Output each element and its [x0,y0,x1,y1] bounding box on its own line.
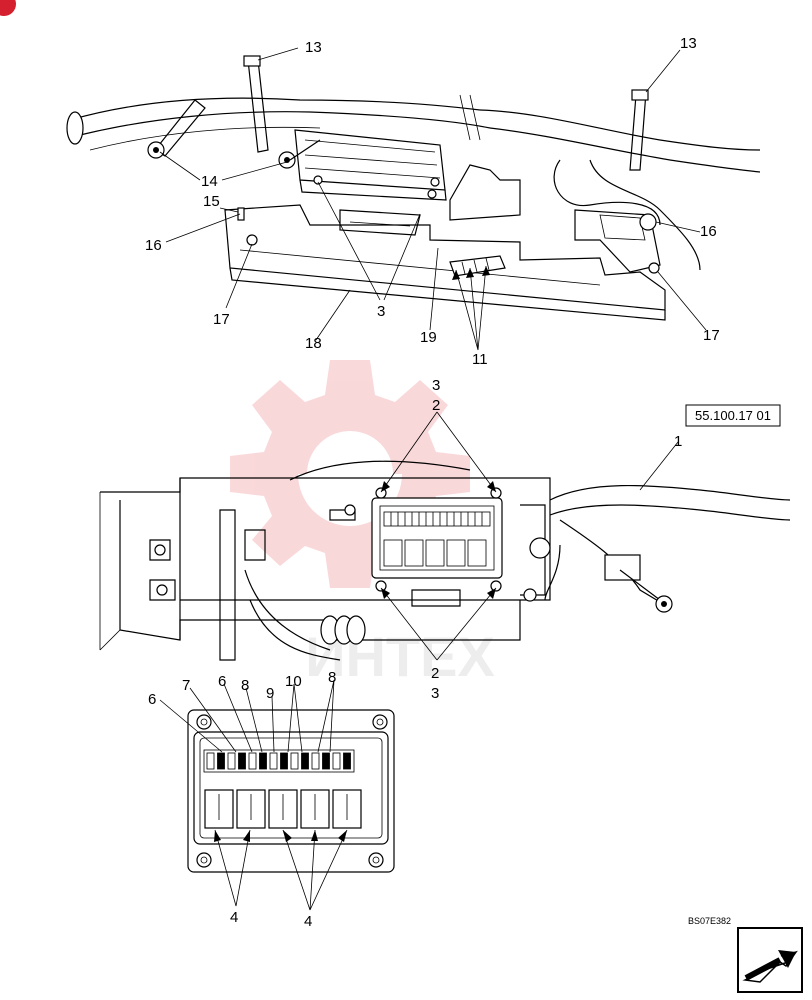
leader-arrowheads [214,266,496,842]
fuse-slot [227,752,236,770]
relay-row-mid [383,539,487,567]
callout-2-mid-bottom: 2 [431,665,439,682]
next-page-arrow-icon[interactable] [737,927,803,993]
callout-16-left: 16 [145,237,162,254]
callout-19: 19 [420,329,437,346]
fuse-slot [238,752,246,770]
callout-1: 1 [674,433,682,450]
fuse-row-detail [203,749,355,773]
callout-18: 18 [305,335,322,352]
callout-3-top: 3 [377,303,385,320]
fuse-slot [311,752,320,770]
callout-6-left: 6 [148,691,156,708]
callout-17-right: 17 [703,327,720,344]
fuse-box-detail [187,709,395,873]
fuse-slot [332,752,341,770]
callout-3-mid-bottom: 3 [431,685,439,702]
fuse-slot [259,752,267,770]
callout-8-right: 8 [328,669,336,686]
callout-7: 7 [182,677,190,694]
fuse-strip [203,749,355,773]
callout-16-right: 16 [700,223,717,240]
callout-8-left: 8 [241,677,249,694]
fuse-slot [290,752,299,770]
corner-marker-icon [0,0,16,16]
callout-13-left: 13 [305,39,322,56]
callout-3-mid-top: 3 [432,377,440,394]
callout-9: 9 [266,685,274,702]
relay-row-detail [204,789,362,829]
fuse-slot [217,752,225,770]
callout-4-right: 4 [304,913,312,930]
fuse-slot [248,752,257,770]
figure-code: BS07E382 [688,916,731,926]
callout-10: 10 [285,673,302,690]
callout-13-right: 13 [680,35,697,52]
callouts: 13 13 14 15 16 16 17 17 18 3 19 11 3 2 1… [145,35,720,930]
leader-lines [159,47,707,911]
fuse-slot [206,752,215,770]
callout-6-right: 6 [218,673,226,690]
top-assembly-view [66,55,761,321]
middle-assembly-view [99,460,791,661]
callout-4-left: 4 [230,909,238,926]
fuse-slot [301,752,309,770]
fuse-row-mid [383,511,491,527]
reference-box-text: 55.100.17 01 [695,408,771,423]
callout-2-mid-top: 2 [432,397,440,414]
callout-11: 11 [472,351,488,368]
fuse-slot [322,752,330,770]
fuse-slot [280,752,288,770]
callout-17-left: 17 [213,311,230,328]
callout-15: 15 [203,193,220,210]
callout-14: 14 [201,173,218,190]
fuse-slot [343,752,351,770]
fuse-slot [269,752,278,770]
reference-box[interactable]: 55.100.17 01 [685,404,781,427]
